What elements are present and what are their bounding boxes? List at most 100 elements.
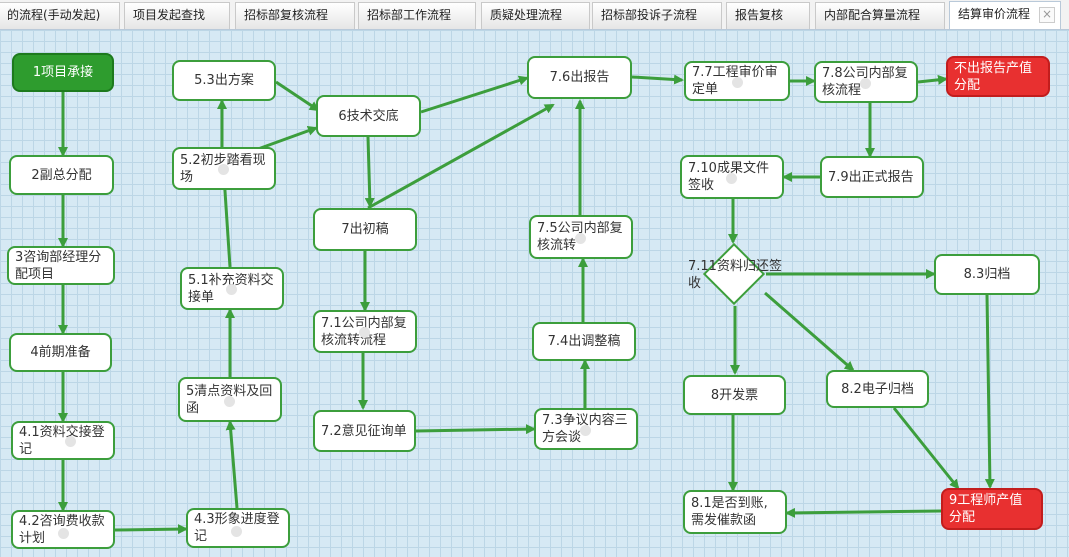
flow-node[interactable]: 5.2初步踏看现场	[172, 147, 276, 190]
tab-label: 招标部工作流程	[367, 8, 452, 22]
flow-canvas: 1项目承接 2副总分配 3咨询部经理分配项目 4前期准备 4.1资料交接登记 4…	[0, 30, 1069, 557]
node-label: 8.1是否到账,需发催款函	[691, 496, 768, 528]
edge-83-9	[984, 294, 995, 489]
node-label: 7.5公司内部复核流转	[537, 221, 623, 253]
tab-complaint-subflow[interactable]: 招标部投诉子流程	[592, 2, 722, 29]
edge-43-5	[225, 420, 239, 509]
node-handle-icon	[726, 173, 737, 184]
tab-query-handling-flow[interactable]: 质疑处理流程	[481, 2, 590, 29]
node-label: 不出报告产值分配	[954, 60, 1033, 93]
node-label: 5.1补充资料交接单	[188, 272, 274, 305]
node-label: 8.3归档	[963, 267, 1011, 282]
flow-node[interactable]: 7.2意见征询单	[313, 410, 416, 452]
flow-node[interactable]: 8.1是否到账,需发催款函	[683, 490, 787, 534]
flow-node[interactable]: 6技术交底	[316, 95, 421, 137]
tab-label: 结算审价流程	[958, 7, 1031, 21]
node-label: 2副总分配	[31, 167, 92, 183]
tab-label: 的流程(手动发起)	[7, 8, 101, 22]
tab-settlement-audit-flow[interactable]: 结算审价流程 ×	[949, 1, 1061, 29]
flow-node[interactable]: 8开发票	[683, 375, 786, 415]
tab-project-search[interactable]: 项目发起查找	[124, 2, 230, 29]
edge-52-6	[257, 126, 318, 151]
node-label: 4.1资料交接登记	[19, 424, 105, 457]
edge-711-82	[764, 291, 855, 372]
node-label: 4.3形象进度登记	[194, 512, 280, 544]
edge-6-76	[420, 75, 529, 114]
node-handle-icon	[58, 528, 69, 539]
node-handle-icon	[860, 78, 871, 89]
flow-node[interactable]: 4.1资料交接登记	[11, 421, 115, 460]
flow-node[interactable]: 7.4出调整稿	[532, 322, 636, 361]
node-label: 7.7工程审价审定单	[692, 65, 778, 97]
tab-bid-work-flow[interactable]: 招标部工作流程	[358, 2, 476, 29]
tab-bar: 的流程(手动发起) 项目发起查找 招标部复核流程 招标部工作流程 质疑处理流程 …	[0, 0, 1069, 30]
tab-manual-start-flow[interactable]: 的流程(手动发起)	[0, 2, 120, 29]
flow-node[interactable]: 3咨询部经理分配项目	[7, 246, 115, 285]
node-handle-icon	[231, 526, 242, 537]
tab-bid-review-flow[interactable]: 招标部复核流程	[235, 2, 355, 29]
node-handle-icon	[218, 164, 229, 175]
flow-node[interactable]: 7.5公司内部复核流转	[529, 215, 633, 259]
flow-node[interactable]: 7.1公司内部复核流转流程	[313, 310, 417, 353]
node-label: 7.1公司内部复核流转流程	[321, 315, 407, 348]
node-handle-icon	[575, 233, 586, 244]
flow-node-engineer-allocation[interactable]: 9工程师产值分配	[941, 488, 1043, 530]
node-label: 5清点资料及回函	[186, 383, 273, 416]
flow-node[interactable]: 7.9出正式报告	[820, 156, 924, 198]
node-label: 7.2意见征询单	[321, 423, 407, 439]
flow-node-start[interactable]: 1项目承接	[12, 53, 114, 92]
node-handle-icon	[359, 327, 370, 338]
node-label: 5.2初步踏看现场	[180, 152, 266, 185]
edge-82-9	[892, 407, 960, 490]
flow-connectors	[58, 74, 995, 535]
tab-label: 内部配合算量流程	[824, 8, 921, 22]
edge-42-43	[114, 524, 188, 535]
decision-label: 7.11资料归还签收	[688, 258, 784, 292]
flow-node[interactable]: 5清点资料及回函	[178, 377, 282, 422]
flow-node-no-report-allocation[interactable]: 不出报告产值分配	[946, 56, 1050, 97]
node-label: 7.11资料归还签收	[688, 259, 782, 291]
node-handle-icon	[580, 425, 591, 436]
flow-node[interactable]: 7.6出报告	[527, 56, 632, 99]
node-label: 9工程师产值分配	[949, 493, 1023, 525]
edge-76-77	[631, 74, 684, 85]
tab-report-review[interactable]: 报告复核	[726, 2, 810, 29]
flow-node[interactable]: 7出初稿	[313, 208, 417, 251]
node-label: 1项目承接	[32, 65, 94, 80]
flow-node[interactable]: 4.3形象进度登记	[186, 508, 290, 548]
node-label: 4.2咨询费收款计划	[19, 513, 105, 546]
tab-internal-quantity-flow[interactable]: 内部配合算量流程	[815, 2, 945, 29]
node-label: 8开发票	[710, 387, 759, 403]
node-handle-icon	[224, 396, 235, 407]
flow-node[interactable]: 7.7工程审价审定单	[684, 61, 790, 101]
node-label: 8.2电子归档	[841, 381, 914, 397]
flow-node[interactable]: 7.8公司内部复核流程	[814, 61, 918, 103]
flow-node[interactable]: 8.3归档	[934, 254, 1040, 295]
node-label: 7.10成果文件签收	[688, 161, 769, 193]
flow-node[interactable]: 5.3出方案	[172, 60, 276, 101]
edge-51-52	[219, 174, 232, 268]
tab-label: 项目发起查找	[133, 8, 206, 22]
flow-node[interactable]: 5.1补充资料交接单	[180, 267, 284, 310]
flow-node[interactable]: 7.3争议内容三方会谈	[534, 408, 638, 450]
node-label: 7.6出报告	[549, 70, 610, 85]
close-icon[interactable]: ×	[1039, 7, 1055, 23]
flow-node[interactable]: 7.10成果文件签收	[680, 155, 784, 199]
flow-node[interactable]: 8.2电子归档	[826, 370, 929, 408]
node-handle-icon	[732, 77, 743, 88]
edge-7-76	[367, 103, 555, 210]
flow-node[interactable]: 4前期准备	[9, 333, 112, 372]
node-label: 7.9出正式报告	[828, 169, 914, 185]
flow-node[interactable]: 4.2咨询费收款计划	[11, 510, 115, 549]
node-handle-icon	[65, 436, 76, 447]
node-label: 4前期准备	[30, 345, 91, 360]
node-label: 6技术交底	[338, 108, 399, 124]
tab-label: 报告复核	[735, 8, 784, 22]
edge-72-73	[415, 424, 536, 435]
tab-label: 招标部投诉子流程	[601, 8, 698, 22]
tab-label: 质疑处理流程	[490, 8, 563, 22]
edge-6-7	[364, 136, 375, 208]
edge-9-81	[785, 507, 942, 518]
flow-node[interactable]: 2副总分配	[9, 155, 114, 195]
node-label: 7.3争议内容三方会谈	[542, 413, 628, 445]
